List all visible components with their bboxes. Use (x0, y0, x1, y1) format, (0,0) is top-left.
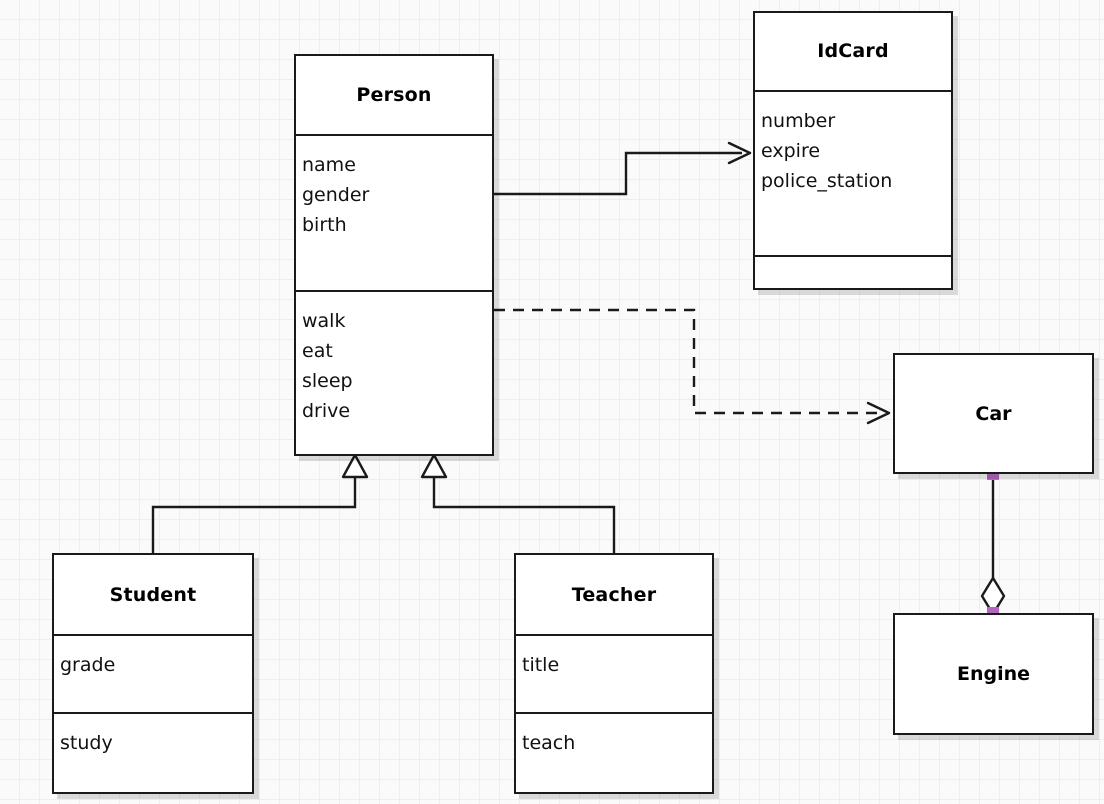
connector-teacher-person[interactable] (420, 453, 616, 553)
attributes-compartment: title (516, 634, 712, 712)
operation-item: drive (302, 399, 351, 422)
class-name-label: Engine (956, 663, 1031, 685)
operation-item: teach (522, 732, 576, 755)
attribute-item: grade (60, 654, 116, 677)
operations-compartment: teach (516, 712, 712, 792)
class-name-label: Person (356, 84, 432, 107)
attribute-item: police_station (761, 169, 893, 192)
hollow-triangle-arrowhead-icon (341, 453, 369, 479)
hollow-diamond-arrowhead-icon (980, 576, 1006, 616)
operation-item: walk (302, 309, 346, 332)
class-name-label: Car (975, 402, 1012, 425)
attributes-compartment: grade (54, 634, 252, 712)
attribute-item: gender (302, 184, 370, 207)
uml-class-teacher[interactable]: Teacher title teach (514, 553, 714, 794)
attribute-item: expire (761, 139, 821, 162)
class-name-compartment: Car (895, 355, 1092, 472)
class-name-label: IdCard (817, 40, 889, 63)
uml-class-car[interactable]: Car (893, 353, 1094, 474)
uml-class-engine[interactable]: Engine (893, 613, 1094, 735)
class-name-compartment: Engine (895, 615, 1092, 733)
uml-class-student[interactable]: Student grade study (52, 553, 254, 794)
operations-compartment: walk eat sleep drive (296, 289, 492, 454)
connector-person-idcard[interactable] (494, 141, 752, 196)
connector-person-car[interactable] (494, 308, 891, 425)
attributes-compartment: number expire police_station (755, 89, 951, 256)
uml-class-person[interactable]: Person name gender birth walk eat sleep … (294, 54, 494, 456)
class-name-label: Student (109, 583, 197, 606)
class-name-compartment: Student (54, 555, 252, 634)
class-name-compartment: Person (296, 56, 492, 134)
hollow-triangle-arrowhead-icon (420, 453, 448, 479)
attribute-item: title (522, 654, 560, 677)
operation-item: eat (302, 339, 333, 362)
class-name-compartment: IdCard (755, 13, 951, 90)
attribute-item: name (302, 154, 356, 177)
operation-item: sleep (302, 369, 353, 392)
connector-car-engine[interactable] (980, 468, 1006, 619)
class-name-label: Teacher (571, 583, 657, 606)
operations-compartment (755, 255, 951, 288)
attribute-item: number (761, 109, 836, 132)
operation-item: study (60, 732, 113, 755)
connector-student-person[interactable] (151, 453, 369, 553)
attributes-compartment: name gender birth (296, 134, 492, 289)
uml-class-idcard[interactable]: IdCard number expire police_station (753, 11, 953, 290)
operations-compartment: study (54, 712, 252, 792)
attribute-item: birth (302, 214, 347, 237)
class-name-compartment: Teacher (516, 555, 712, 634)
